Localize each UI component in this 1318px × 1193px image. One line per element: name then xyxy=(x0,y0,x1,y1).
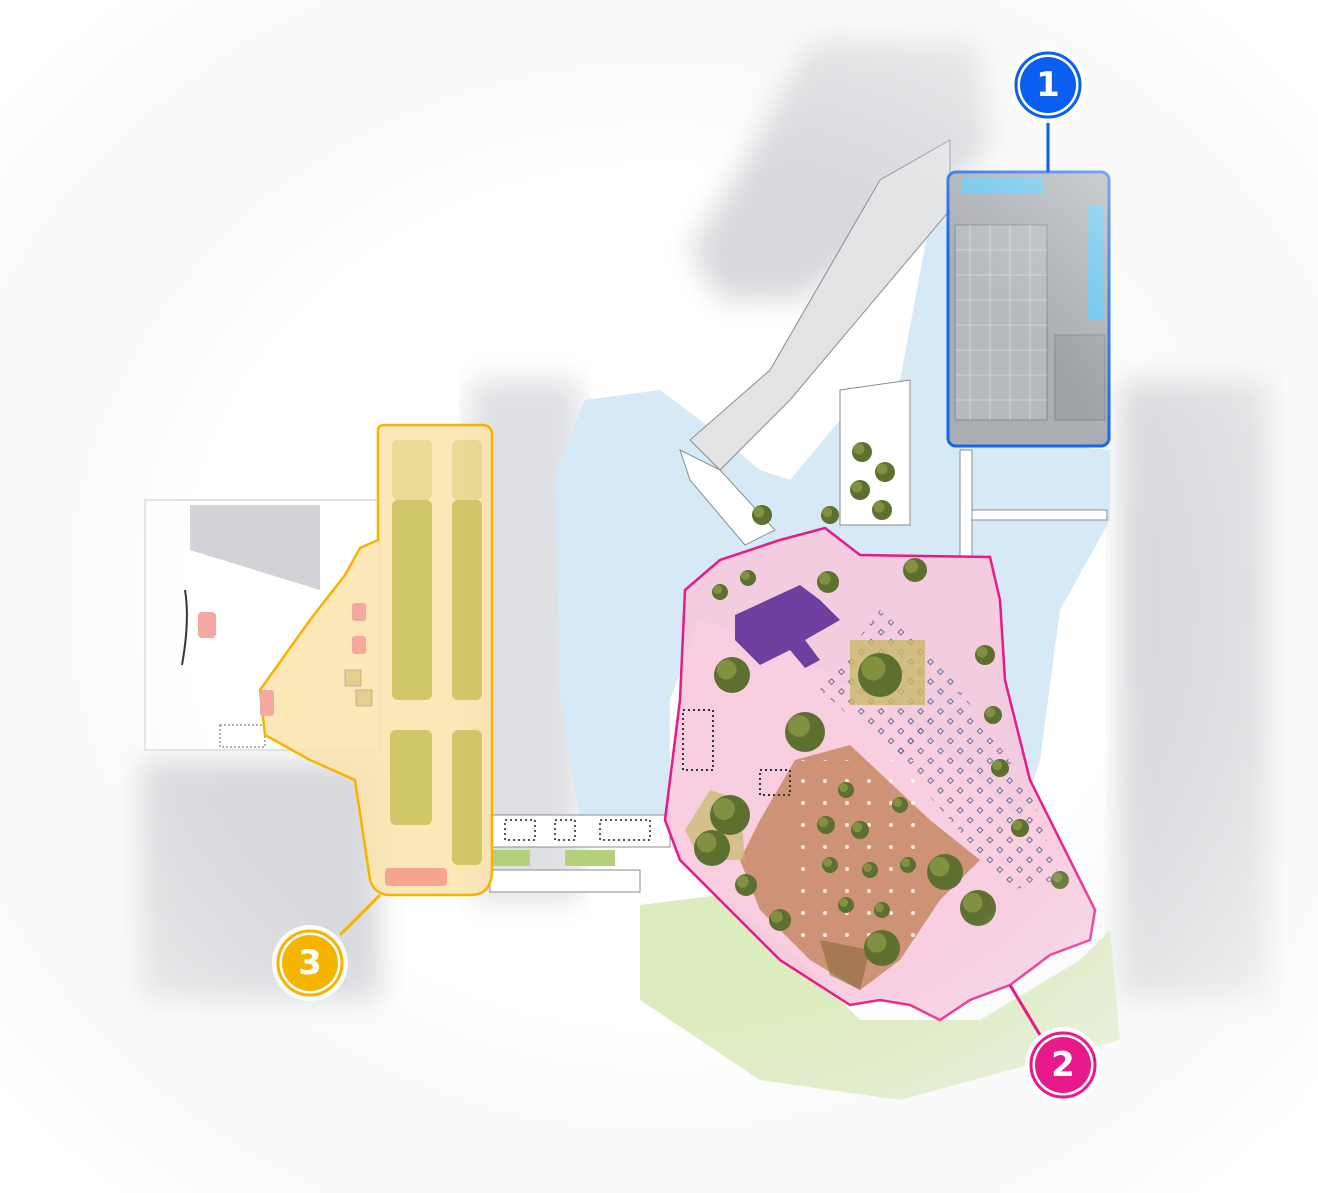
tree xyxy=(864,930,900,966)
zone-1-building[interactable] xyxy=(946,170,1111,448)
marker-2-label: 2 xyxy=(1051,1045,1075,1085)
tree xyxy=(858,653,902,697)
footbridge xyxy=(489,814,671,893)
tree xyxy=(712,584,728,600)
tree xyxy=(817,816,835,834)
tree xyxy=(874,902,890,918)
tree xyxy=(769,909,791,931)
tree xyxy=(821,506,839,524)
tree xyxy=(735,874,757,896)
tree xyxy=(960,890,996,926)
tree xyxy=(740,570,756,586)
marker-2[interactable]: 2 xyxy=(1025,1027,1101,1103)
tree xyxy=(991,759,1009,777)
tree xyxy=(900,857,916,873)
tree xyxy=(838,897,854,913)
tree xyxy=(1051,871,1069,889)
tree xyxy=(975,645,995,665)
marker-3[interactable]: 3 xyxy=(272,925,348,1001)
tree xyxy=(710,795,750,835)
tree xyxy=(817,571,839,593)
tree xyxy=(851,821,869,839)
tree xyxy=(785,712,825,752)
tree xyxy=(714,657,750,693)
tree xyxy=(984,706,1002,724)
marker-1-label: 1 xyxy=(1036,65,1060,105)
tree xyxy=(903,558,927,582)
tree xyxy=(875,462,895,482)
tree xyxy=(850,480,870,500)
tree xyxy=(838,782,854,798)
tree xyxy=(1011,819,1029,837)
leader-lines xyxy=(338,118,1050,1036)
tree xyxy=(862,862,878,878)
tree xyxy=(872,500,892,520)
tree xyxy=(852,442,872,462)
tree xyxy=(892,797,908,813)
marker-3-label: 3 xyxy=(298,943,322,983)
marker-1[interactable]: 1 xyxy=(1010,47,1086,123)
tree xyxy=(752,505,772,525)
tree xyxy=(694,830,730,866)
tree xyxy=(927,854,963,890)
tree xyxy=(822,857,838,873)
